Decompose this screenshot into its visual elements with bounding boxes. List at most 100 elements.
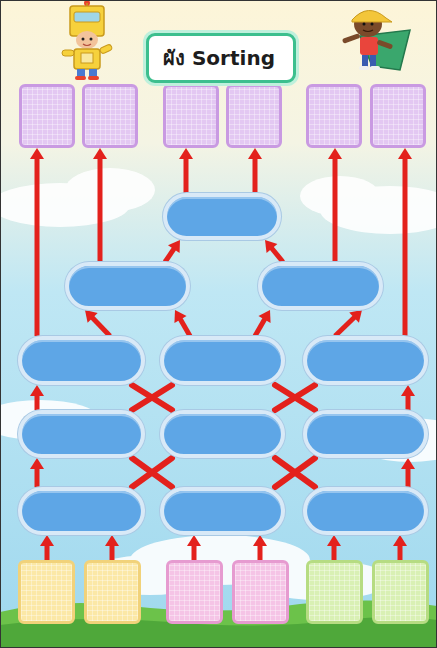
number-square (232, 560, 289, 624)
arrow-head (40, 535, 54, 546)
arrow-line (98, 157, 103, 262)
arrow-head (258, 310, 270, 323)
flow-arrow (335, 310, 362, 336)
arrow-line (91, 316, 110, 336)
arrow-line (406, 467, 411, 487)
number-square (18, 560, 75, 624)
number-square (372, 560, 429, 624)
arrow-line (179, 318, 190, 336)
number-square (166, 560, 223, 624)
arrow-head (30, 148, 44, 159)
arrow-head (401, 385, 415, 396)
flow-arrow (132, 458, 172, 487)
arrow-line (275, 458, 315, 487)
arrow-line (406, 394, 411, 410)
number-square (306, 84, 362, 148)
arrow-line (110, 544, 115, 560)
arrow-line (333, 157, 338, 262)
arrow-head (253, 535, 267, 546)
flow-arrow (328, 148, 342, 262)
flow-arrow (30, 148, 44, 336)
arrow-line (132, 385, 172, 410)
flow-arrow (398, 148, 412, 336)
arrow-head (93, 148, 107, 159)
flow-arrow (165, 240, 180, 262)
title-banner: ผัง Sorting (146, 33, 296, 83)
arrow-line (275, 458, 315, 487)
flow-arrow (132, 458, 172, 487)
flow-arrow (132, 385, 172, 410)
flow-arrow (255, 310, 271, 336)
flow-arrow (187, 535, 201, 560)
arrow-line (165, 247, 175, 262)
arrow-head (393, 535, 407, 546)
flow-arrow (40, 535, 54, 560)
arrow-line (258, 544, 263, 560)
compare-box (160, 487, 285, 535)
compare-box (160, 336, 285, 385)
arrow-line (35, 394, 40, 410)
arrow-head (328, 148, 342, 159)
compare-box (163, 193, 281, 240)
number-square (163, 84, 219, 148)
flow-arrow (30, 385, 44, 410)
robot-kid-illustration (62, 0, 113, 80)
number-square (82, 84, 138, 148)
number-square (84, 560, 141, 624)
compare-box (18, 487, 145, 535)
compare-box (160, 410, 285, 458)
arrow-head (248, 148, 262, 159)
arrow-head (30, 385, 44, 396)
flow-arrow (401, 458, 415, 487)
arrow-head (398, 148, 412, 159)
flow-arrow (85, 310, 110, 336)
arrow-line (271, 247, 283, 262)
flow-arrow (253, 535, 267, 560)
compare-box (18, 410, 145, 458)
flow-arrow (93, 148, 107, 262)
arrow-head (105, 535, 119, 546)
arrow-head (327, 535, 341, 546)
clouds (0, 168, 437, 600)
flow-arrow (275, 385, 315, 410)
arrow-line (132, 458, 172, 487)
arrow-line (403, 157, 408, 336)
flow-arrow (275, 458, 315, 487)
flow-arrow (248, 148, 262, 193)
number-square (370, 84, 426, 148)
flow-arrow (105, 535, 119, 560)
flow-arrow (401, 385, 415, 410)
flow-arrow (275, 458, 315, 487)
arrow-line (45, 544, 50, 560)
compare-box (258, 262, 383, 310)
compare-box (303, 487, 428, 535)
arrow-line (332, 544, 337, 560)
compare-box (18, 336, 145, 385)
number-square (306, 560, 363, 624)
arrow-head (85, 310, 98, 323)
arrow-line (255, 318, 266, 336)
flow-arrow (174, 310, 190, 336)
arrow-head (168, 240, 180, 253)
arrow-line (132, 385, 172, 410)
arrow-line (398, 544, 403, 560)
flow-arrow (132, 385, 172, 410)
arrow-line (253, 157, 258, 193)
arrow-head (401, 458, 415, 469)
arrow-line (35, 467, 40, 487)
arrow-head (30, 458, 44, 469)
arrow-line (192, 544, 197, 560)
arrow-head (349, 310, 362, 323)
flow-arrow (275, 385, 315, 410)
arrow-head (179, 148, 193, 159)
arrow-line (335, 316, 356, 336)
arrow-head (174, 310, 186, 323)
arrow-line (132, 458, 172, 487)
arrow-line (275, 385, 315, 410)
arrow-line (35, 157, 40, 336)
arrow-head (187, 535, 201, 546)
